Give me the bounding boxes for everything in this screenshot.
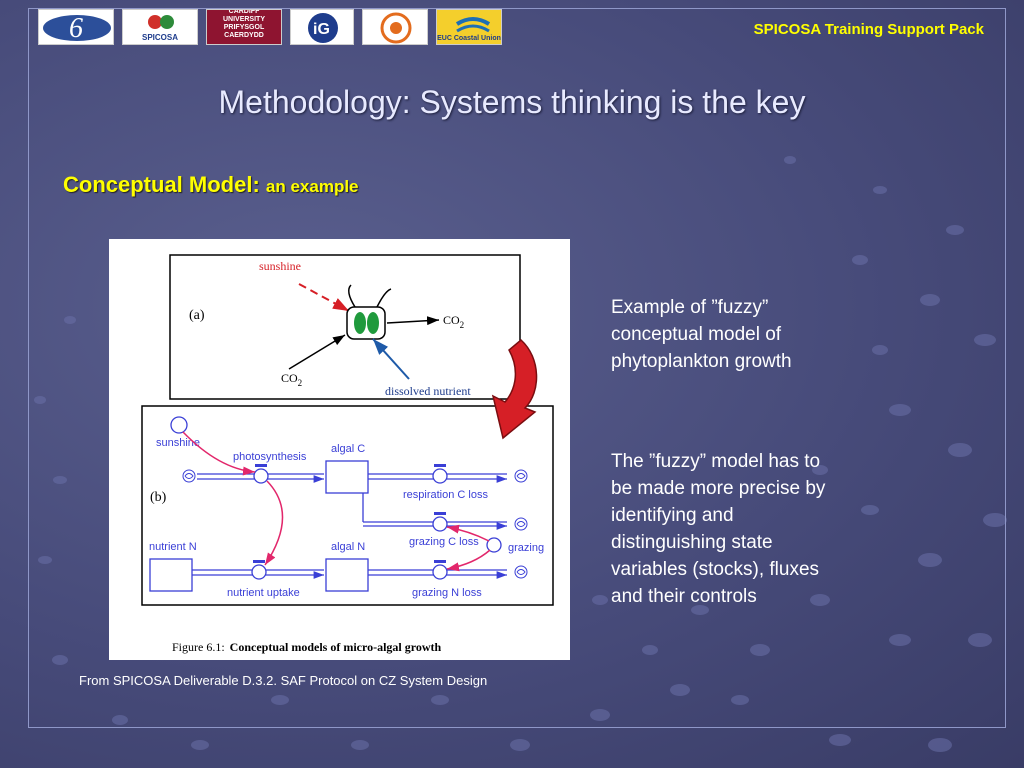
photosynthesis-uptake-link xyxy=(264,480,284,566)
nutrient-arrow xyxy=(372,338,410,380)
co2-out-label: CO2 xyxy=(443,313,464,330)
photosynthesis-label: photosynthesis xyxy=(233,451,307,463)
slide-subtitle: Conceptual Model: an example xyxy=(63,172,359,198)
grazing-c-valve-top xyxy=(434,512,446,515)
panel-a-label: (a) xyxy=(189,308,205,323)
figure-diagram: (a) sunshine CO2 CO2 dissolved nutrient … xyxy=(141,254,554,654)
dissolved-nutrient-label: dissolved nutrient xyxy=(385,384,471,398)
cell-flagellum-left xyxy=(348,284,356,308)
ig-logo: iG xyxy=(290,9,354,45)
panel-a-box xyxy=(169,254,521,400)
source-citation: From SPICOSA Deliverable D.3.2. SAF Prot… xyxy=(79,673,488,688)
co2-in-arrow xyxy=(288,334,346,370)
coastal-union-text: EUC Coastal Union xyxy=(437,35,501,42)
co2-in-label: CO2 xyxy=(281,371,302,388)
fp6-emblem-icon: 6 xyxy=(43,13,111,44)
respiration-valve-top xyxy=(434,464,446,467)
grazing-n-valve-top xyxy=(434,560,446,563)
subtitle-small: an example xyxy=(265,177,359,196)
ig-emblem-icon: iG xyxy=(308,13,338,43)
cell-flagellum-right xyxy=(376,288,392,308)
co2-out-arrow xyxy=(386,316,440,326)
panel-b-label: (b) xyxy=(150,490,167,505)
partner-logos: 6 SPICOSA CARDIFF UNIVERSITY PRIFYSGOL C… xyxy=(38,9,502,47)
grazing-n-link xyxy=(446,549,491,572)
spicosa-logo-text: SPICOSA xyxy=(141,33,178,42)
red-curved-arrow-icon xyxy=(491,339,538,440)
coastal-union-wave-icon xyxy=(455,17,491,33)
uptake-valve xyxy=(251,564,267,580)
grazing-c-valve xyxy=(432,516,448,532)
grazing-n-valve xyxy=(432,564,448,580)
sixth-framework-logo: 6 xyxy=(38,9,114,45)
cardiff-logo-text: CARDIFF UNIVERSITY PRIFYSGOL CAERDYDD xyxy=(222,9,265,39)
nutrient-uptake-label: nutrient uptake xyxy=(227,587,300,599)
algal-c-label: algal C xyxy=(331,443,365,455)
svg-text:iG: iG xyxy=(313,21,330,38)
cell-chloroplast-left xyxy=(354,312,366,334)
cloud-sink-top xyxy=(514,469,528,483)
figure-caption: Figure 6.1:Conceptual models of micro-al… xyxy=(172,640,442,654)
uptake-valve-top xyxy=(253,560,265,563)
grazing-label: grazing xyxy=(508,542,544,554)
fuzzy-precise-note: The ”fuzzy” model has to be made more pr… xyxy=(611,451,826,607)
panel-b-sunshine-label: sunshine xyxy=(156,437,200,449)
algal-n-label: algal N xyxy=(331,541,365,553)
cloud-sink-middle xyxy=(514,517,528,531)
sunshine-converter xyxy=(170,416,188,434)
university-seal-icon xyxy=(380,12,412,44)
grazing-c-label: grazing C loss xyxy=(409,536,479,548)
training-pack-label: SPICOSA Training Support Pack xyxy=(753,21,984,38)
photosynthesis-valve-top xyxy=(255,464,267,467)
photosynthesis-valve xyxy=(253,468,269,484)
cloud-source-top xyxy=(182,469,196,483)
spicosa-emblem-icon xyxy=(148,15,174,29)
panel-a-sunshine-label: sunshine xyxy=(259,259,301,273)
subtitle-main: Conceptual Model: xyxy=(63,172,260,197)
fuzzy-example-note: Example of ”fuzzy” conceptual model of p… xyxy=(611,297,792,372)
cardiff-university-logo: CARDIFF UNIVERSITY PRIFYSGOL CAERDYDD xyxy=(206,9,282,45)
algal-n-stock xyxy=(325,558,369,592)
respiration-label: respiration C loss xyxy=(403,489,488,501)
grazing-converter xyxy=(486,537,502,553)
respiration-valve xyxy=(432,468,448,484)
spicosa-logo: SPICOSA xyxy=(122,9,198,45)
grazing-c-link xyxy=(446,524,490,542)
svg-text:6: 6 xyxy=(69,13,83,44)
slide-title: Methodology: Systems thinking is the key xyxy=(218,84,806,120)
slide-frame xyxy=(28,8,1006,728)
nutrient-n-stock xyxy=(149,558,193,592)
sunshine-photosynthesis-link xyxy=(182,431,256,476)
nutrient-n-label: nutrient N xyxy=(149,541,197,553)
cell-chloroplast-right xyxy=(367,312,379,334)
sunshine-arrow xyxy=(298,283,350,312)
euc-coastal-union-logo: EUC Coastal Union xyxy=(436,9,502,45)
cloud-sink-bottom xyxy=(514,565,528,579)
grazing-n-label: grazing N loss xyxy=(412,587,482,599)
university-seal-logo xyxy=(362,9,428,45)
algal-c-stock xyxy=(325,460,369,494)
conceptual-model-figure: (a) sunshine CO2 CO2 dissolved nutrient … xyxy=(109,239,570,660)
